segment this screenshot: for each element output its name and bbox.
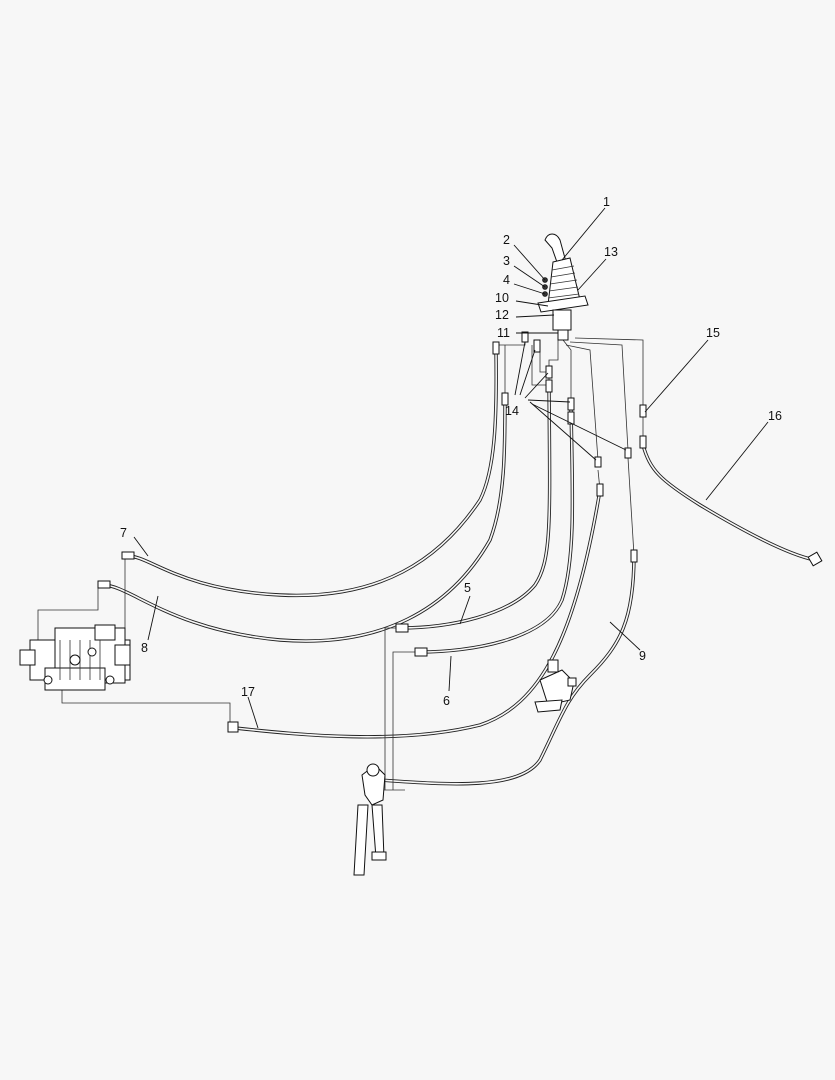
hose-7 <box>127 351 498 598</box>
hose-5 <box>399 384 552 630</box>
callout-labels: 1 2 3 4 10 12 11 13 14 15 16 7 8 5 6 9 1… <box>120 195 782 708</box>
callout-5: 5 <box>464 581 471 595</box>
foot-pedal-upper <box>534 659 577 713</box>
callout-9: 9 <box>639 649 646 663</box>
callout-12: 12 <box>495 308 509 322</box>
joystick-plate <box>537 295 589 313</box>
callout-4: 4 <box>503 273 510 287</box>
leader-lines <box>133 207 769 729</box>
control-valve <box>19 624 131 691</box>
joystick-body <box>552 309 572 331</box>
callout-1: 1 <box>603 195 610 209</box>
pilot-lines <box>37 335 644 791</box>
callout-13: 13 <box>604 245 618 259</box>
hose-17 <box>234 489 602 739</box>
callout-14: 14 <box>505 404 519 418</box>
fittings <box>97 331 823 733</box>
callout-17: 17 <box>241 685 255 699</box>
callout-6: 6 <box>443 694 450 708</box>
hose-16 <box>641 444 816 562</box>
joystick-assembly <box>537 233 589 341</box>
hose-8 <box>102 397 507 643</box>
callout-15: 15 <box>706 326 720 340</box>
callout-10: 10 <box>495 291 509 305</box>
foot-pedal-lower <box>353 763 387 876</box>
callout-3: 3 <box>503 254 510 268</box>
callout-11: 11 <box>497 326 510 340</box>
callout-8: 8 <box>141 641 148 655</box>
hose-6 <box>419 409 575 654</box>
callout-2: 2 <box>503 233 510 247</box>
callout-16: 16 <box>768 409 782 423</box>
hose-9 <box>379 554 636 786</box>
callout-7: 7 <box>120 526 127 540</box>
